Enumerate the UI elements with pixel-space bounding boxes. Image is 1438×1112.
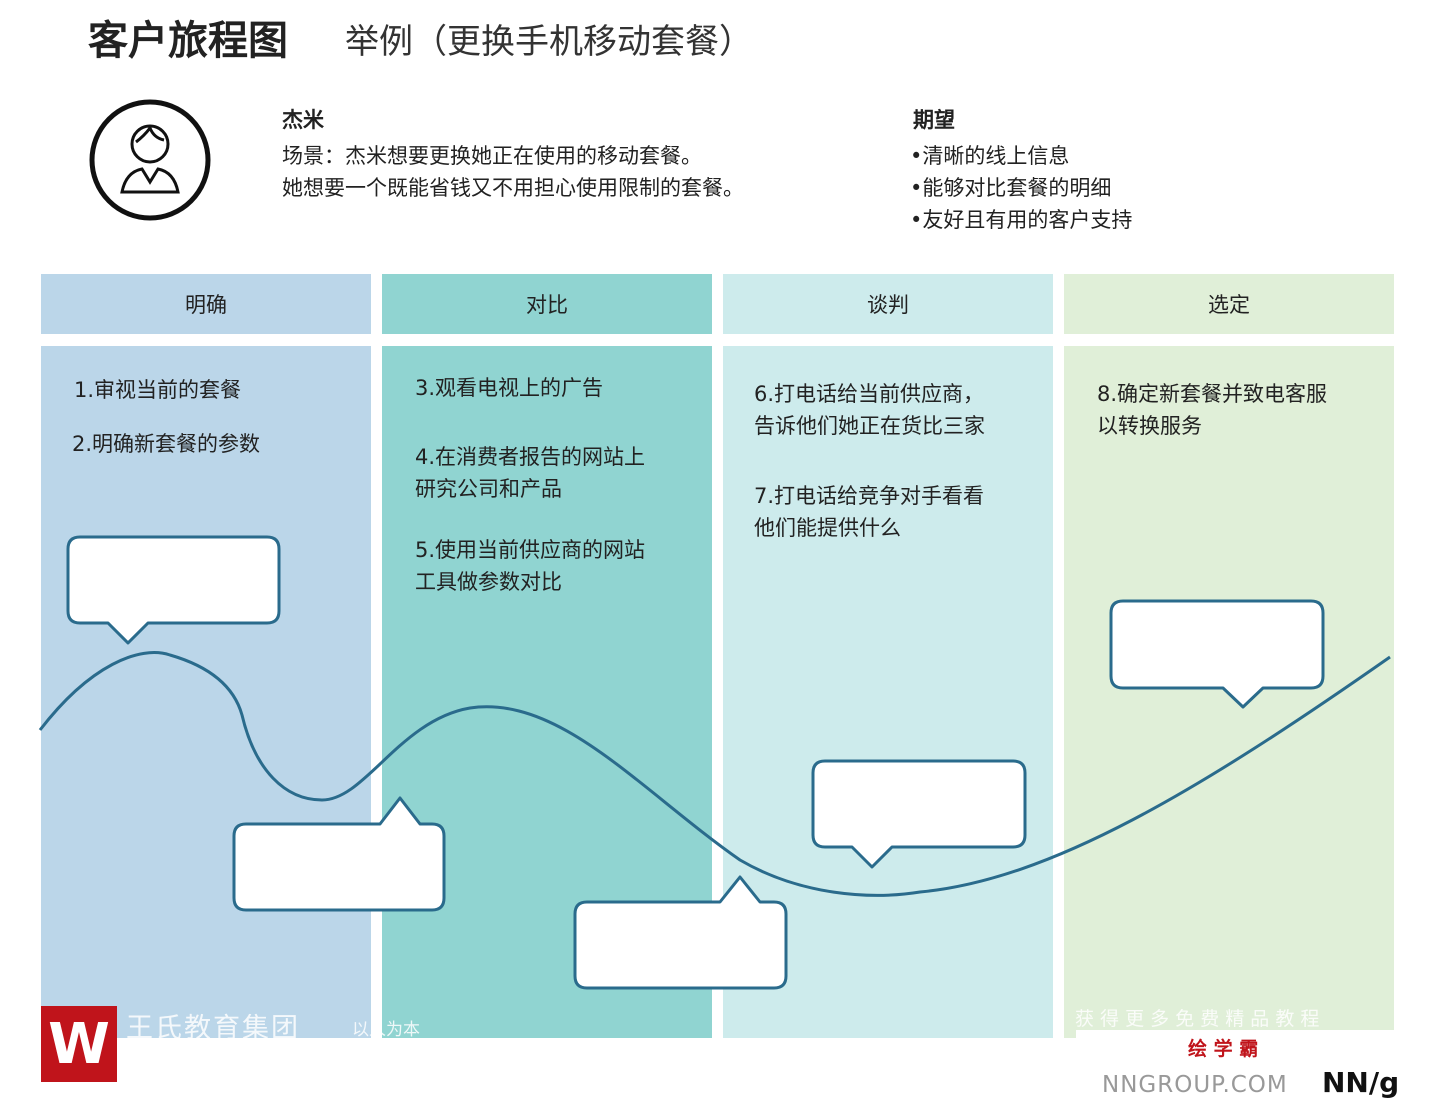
watermark-brand: 绘 学 霸 (1188, 1038, 1259, 1060)
phase-column-clarify (41, 346, 371, 1038)
watermark-promo: 获 得 更 多 免 费 精 品 教 程 (1075, 1008, 1320, 1030)
persona-scenario-2: 她想要一个既能省钱又不用担心使用限制的套餐。 (282, 176, 744, 200)
page-title: 客户旅程图 (88, 18, 288, 64)
phase-header-select: 选定 (1064, 274, 1394, 334)
speech-bubble (232, 796, 446, 912)
nng-logo: NN/g (1322, 1066, 1400, 1099)
step: 6.打电话给当前供应商， 告诉他们她正在货比三家 (754, 382, 985, 438)
step: 5.使用当前供应商的网站 工具做参数对比 (415, 538, 646, 594)
watermark-slogan: 以人为本 (352, 1020, 420, 1040)
step: 1.审视当前的套餐 (74, 378, 242, 402)
phase-header-negotiate: 谈判 (723, 274, 1053, 334)
step: 7.打电话给竞争对手看看 他们能提供什么 (754, 484, 985, 540)
expectation-item: •清晰的线上信息 (910, 144, 1070, 168)
footer-site: NNGROUP.COM (1102, 1072, 1288, 1098)
person-icon (89, 99, 211, 221)
speech-bubble (1109, 599, 1325, 709)
speech-bubble (573, 875, 788, 990)
persona-scenario-1: 场景：杰米想要更换她正在使用的移动套餐。 (282, 144, 702, 168)
step: 2.明确新套餐的参数 (72, 432, 261, 456)
speech-bubble (811, 759, 1027, 869)
step: 3.观看电视上的广告 (415, 376, 604, 400)
page-subtitle: 举例（更换手机移动套餐） (345, 22, 753, 62)
step: 4.在消费者报告的网站上 研究公司和产品 (415, 445, 646, 501)
persona-name: 杰米 (282, 108, 324, 132)
speech-bubble (66, 535, 281, 645)
watermark-logo: W (41, 1006, 117, 1082)
expectations-title: 期望 (913, 108, 955, 132)
expectation-item: •友好且有用的客户支持 (910, 208, 1133, 232)
step: 8.确定新套餐并致电客服 以转换服务 (1097, 382, 1328, 438)
watermark-org: 王氏教育集团 (126, 1013, 300, 1044)
emotion-curve (38, 651, 1391, 897)
persona-avatar (88, 98, 212, 222)
phase-header-clarify: 明确 (41, 274, 371, 334)
phase-header-compare: 对比 (382, 274, 712, 334)
expectation-item: •能够对比套餐的明细 (910, 176, 1112, 200)
